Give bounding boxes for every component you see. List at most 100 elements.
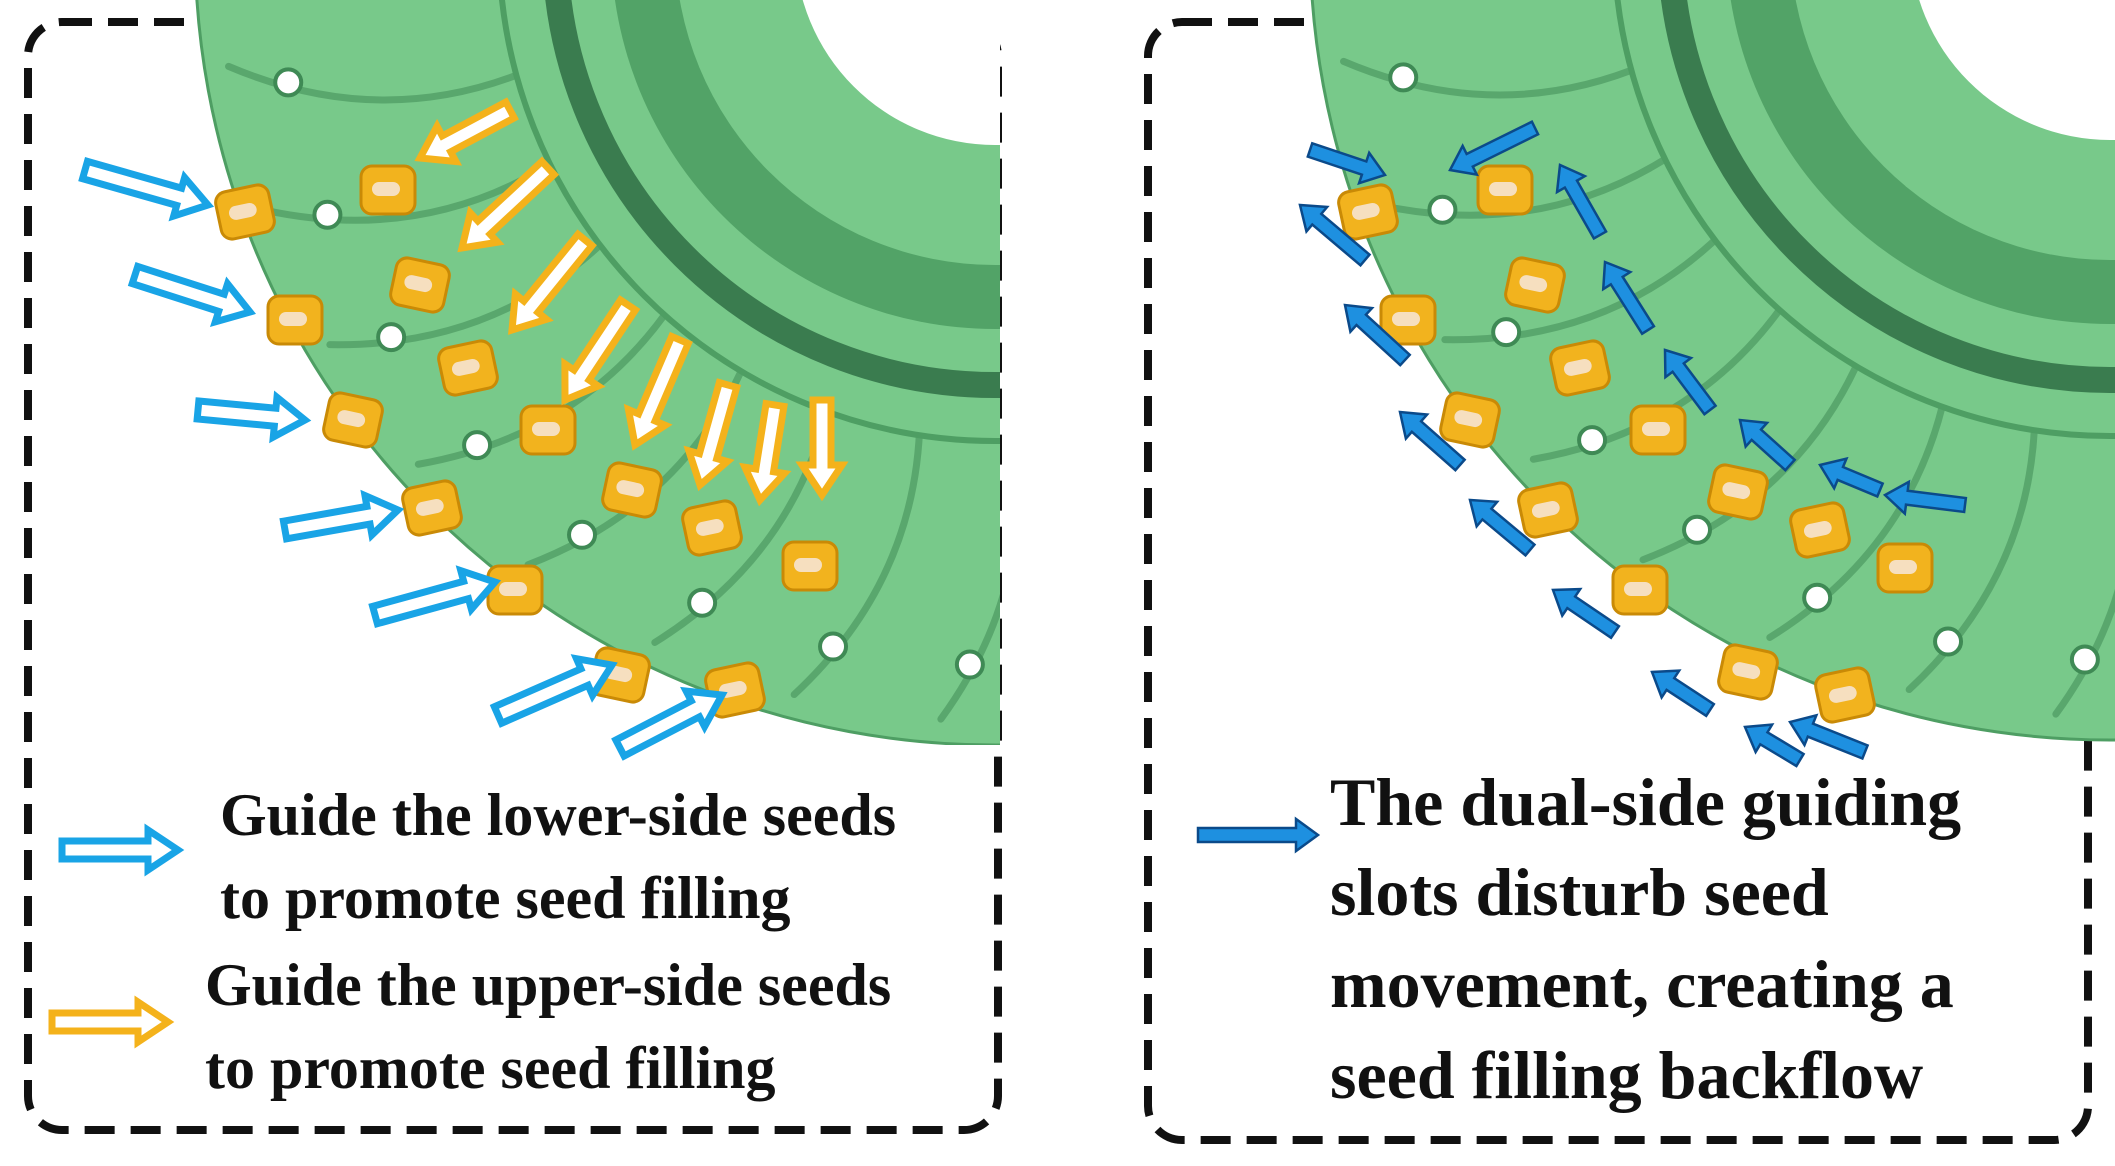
disc-hole <box>2069 644 2100 675</box>
guide-slot <box>1529 293 1793 463</box>
guide-slot <box>1639 347 1867 564</box>
hollow-orange-arrow-icon <box>48 995 175 1049</box>
hollow-orange-arrow-shape <box>48 995 175 1049</box>
right-panel: The dual-side guiding slots disturb seed… <box>1144 0 2115 1144</box>
left-upper-guide-arrows <box>414 97 849 507</box>
hollow-orange-arrow-icon <box>623 331 693 451</box>
seed <box>389 256 451 314</box>
legend-upper-line2: to promote seed filling <box>205 1035 776 1101</box>
left-seeds <box>214 164 839 719</box>
seed <box>519 404 577 456</box>
seed <box>1876 542 1934 594</box>
disc-hole <box>818 631 849 662</box>
solid-blue-arrow-icon <box>1196 816 1321 854</box>
seed <box>401 479 463 537</box>
seed <box>1337 183 1399 241</box>
guide-slot <box>937 593 1000 723</box>
right-seed-disc <box>1310 0 2115 742</box>
disc-hole <box>687 587 718 618</box>
left-panel: Guide the lower-side seeds to promote se… <box>24 0 1002 1134</box>
seed <box>214 183 276 241</box>
seed <box>601 461 663 519</box>
solid-blue-arrow-shape <box>1196 816 1321 854</box>
seed <box>486 564 544 616</box>
solid-blue-arrow-icon <box>1298 203 1372 268</box>
seed <box>1629 404 1687 456</box>
legend-upper-line1: Guide the upper-side seeds <box>205 952 891 1018</box>
left-lower-guide-arrows <box>78 157 728 761</box>
disc-hole <box>1802 582 1833 613</box>
disc-center-hole <box>1919 0 2115 140</box>
guide-slot <box>1340 57 1650 99</box>
solid-blue-arrow-icon <box>1398 410 1467 473</box>
disc-hole <box>273 67 304 98</box>
solid-blue-arrow-icon <box>1788 713 1870 761</box>
solid-blue-arrow-icon <box>1663 348 1718 416</box>
disc-hole <box>376 322 407 353</box>
hollow-cyan-arrow-icon <box>127 262 257 328</box>
legend-lower-line1: Guide the lower-side seeds <box>220 782 896 848</box>
hollow-orange-arrow-icon <box>561 295 641 406</box>
seed <box>1504 256 1566 314</box>
disc-hole <box>1682 514 1713 545</box>
solid-blue-arrow-icon <box>1601 260 1656 336</box>
seed <box>1707 463 1769 521</box>
seed <box>1379 294 1437 346</box>
seed <box>1549 339 1611 397</box>
legend-lower-line2: to promote seed filling <box>220 865 791 931</box>
hollow-orange-arrow-icon <box>683 378 741 492</box>
disc-hole <box>1427 194 1458 225</box>
solid-blue-arrow-icon <box>1743 723 1806 768</box>
seed <box>681 499 743 557</box>
legend-upper: Guide the upper-side seeds to promote se… <box>48 952 891 1101</box>
solid-blue-arrow-icon <box>1306 141 1388 186</box>
hollow-cyan-arrow-icon <box>193 390 312 444</box>
hollow-cyan-arrow-shape <box>58 823 185 877</box>
guide-slot <box>1441 225 1731 344</box>
disc-channel <box>1661 0 2115 393</box>
seed <box>1789 501 1851 559</box>
caption-line3: movement, creating a <box>1330 946 1954 1022</box>
disc-hole <box>312 199 343 230</box>
seed <box>1814 666 1876 724</box>
caption-line4: seed filling backflow <box>1330 1037 1923 1113</box>
hollow-orange-arrow-icon <box>508 229 597 335</box>
guide-slot <box>790 415 924 699</box>
disc-hole <box>1933 626 1964 657</box>
solid-blue-arrow-icon <box>1818 456 1885 499</box>
hollow-cyan-arrow-icon <box>368 565 502 628</box>
solid-blue-arrow-icon <box>1555 163 1608 241</box>
guide-slot <box>225 62 535 104</box>
hollow-cyan-arrow-icon <box>279 489 405 543</box>
seed <box>359 164 417 216</box>
disc-hole <box>462 430 493 461</box>
solid-blue-arrow-icon <box>1738 418 1797 472</box>
guide-slot <box>1766 387 1950 641</box>
right-backflow-arrows <box>1298 120 1968 768</box>
solid-blue-arrow-icon <box>1650 669 1716 718</box>
disc-hole <box>1577 425 1608 456</box>
seed <box>437 339 499 397</box>
solid-blue-arrow-icon <box>1882 479 1968 517</box>
disc-hole <box>1491 317 1522 348</box>
hollow-orange-arrow-icon <box>739 399 792 507</box>
hollow-orange-arrow-icon <box>795 396 849 502</box>
solid-blue-arrow-icon <box>1551 587 1621 640</box>
caption-line2: slots disturb seed <box>1330 854 1829 930</box>
hollow-cyan-arrow-icon <box>611 686 728 761</box>
seed <box>1517 481 1579 539</box>
guide-slot <box>1377 146 1683 219</box>
seed <box>266 294 324 346</box>
seed <box>1439 391 1501 449</box>
disc-hole <box>954 649 985 680</box>
hollow-cyan-arrow-icon <box>78 157 215 222</box>
seed <box>781 540 839 592</box>
hollow-orange-arrow-icon <box>414 97 519 166</box>
caption-line1: The dual-side guiding <box>1330 764 1961 840</box>
solid-blue-arrow-icon <box>1448 120 1540 177</box>
solid-blue-arrow-icon <box>1468 498 1537 558</box>
right-seeds <box>1337 164 1934 724</box>
legend-backflow: The dual-side guiding slots disturb seed… <box>1196 764 1961 1113</box>
disc-center-hole <box>802 0 1000 145</box>
solid-blue-arrow-icon <box>1343 303 1412 367</box>
